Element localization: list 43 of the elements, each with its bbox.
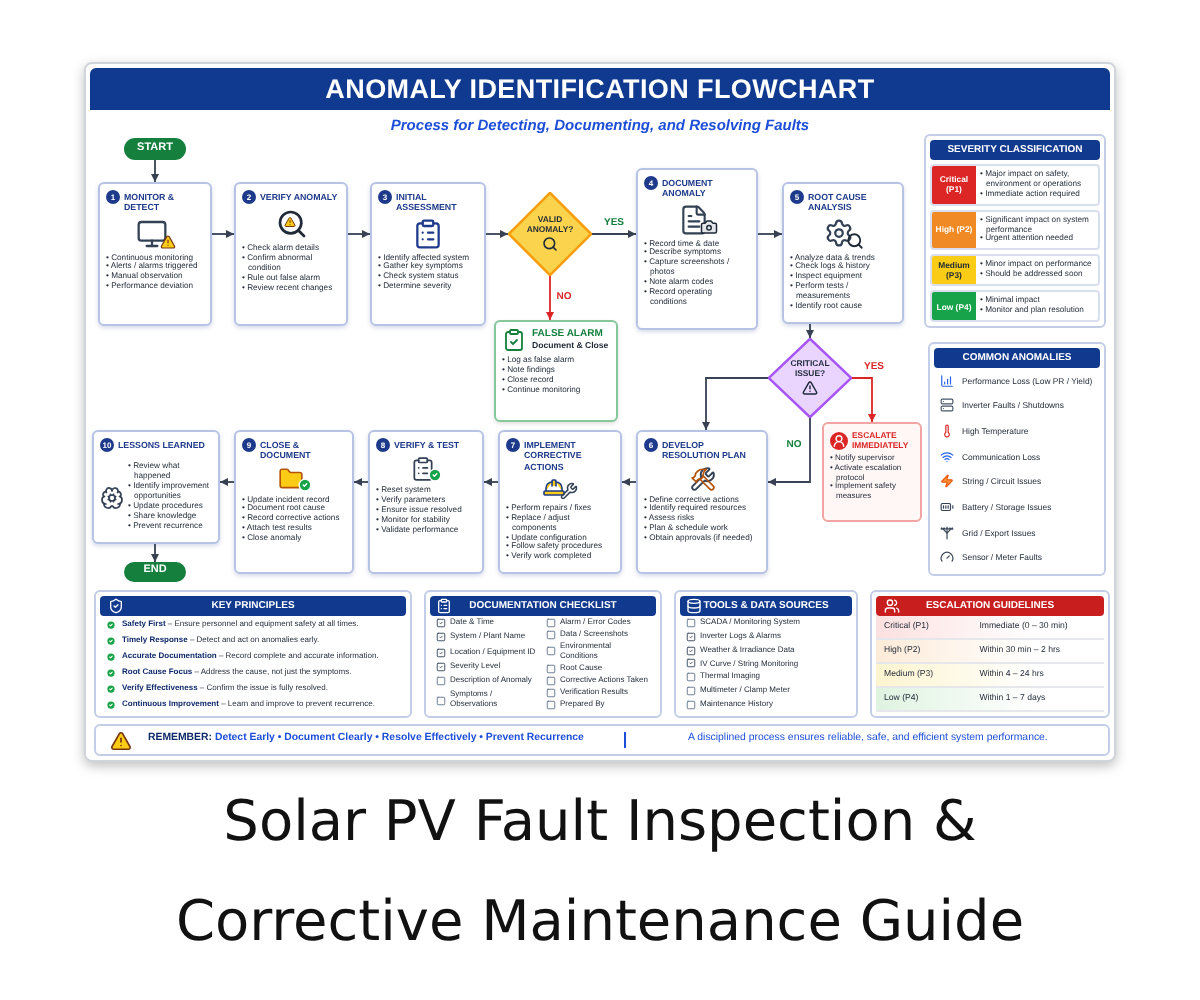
decision-diamond (508, 192, 592, 276)
process-step-card (370, 182, 486, 326)
severity-panel (924, 134, 1106, 328)
connector-arrow (151, 159, 159, 183)
connector-arrow (591, 230, 637, 238)
connector-arrow (219, 478, 235, 486)
process-step-card (234, 430, 354, 574)
connector-arrow (546, 275, 554, 321)
process-step-card (98, 182, 212, 326)
connector-arrow (151, 543, 159, 563)
process-step-card (368, 430, 484, 574)
connector-arrow (347, 230, 371, 238)
checklist-panel (424, 590, 662, 718)
checklist-panel (674, 590, 858, 718)
connector-arrow (806, 323, 814, 339)
principles-panel (94, 590, 412, 718)
escalation-table (870, 590, 1110, 718)
anomaly-list-panel (928, 342, 1106, 576)
diagram-title: ANOMALY IDENTIFICATION FLOWCHART (325, 75, 875, 103)
caption: Solar PV Fault Inspection & Corrective Maintenance Guide (173, 786, 1027, 958)
process-step-card (234, 182, 348, 326)
decision-diamond (768, 338, 852, 418)
false-alarm-card (494, 320, 618, 422)
connector-arrow (757, 230, 783, 238)
process-step-card (636, 430, 768, 574)
severity-row (930, 209, 1100, 251)
process-step-card (782, 182, 904, 324)
connector-arrow (851, 377, 876, 423)
process-step-card (636, 168, 758, 330)
reminder-bar (94, 724, 1110, 756)
connector-arrow (485, 230, 509, 238)
connector-arrow (702, 377, 769, 431)
severity-row (930, 290, 1100, 322)
severity-row (930, 164, 1100, 206)
connector-arrow (353, 478, 369, 486)
severity-row (930, 254, 1100, 287)
connector-arrow (483, 478, 499, 486)
escalation-card (822, 422, 922, 522)
connector-arrow (211, 230, 235, 238)
connector-arrow (621, 478, 637, 486)
connector-arrow (767, 417, 811, 486)
process-step-card (498, 430, 622, 574)
process-step-card (92, 430, 220, 544)
